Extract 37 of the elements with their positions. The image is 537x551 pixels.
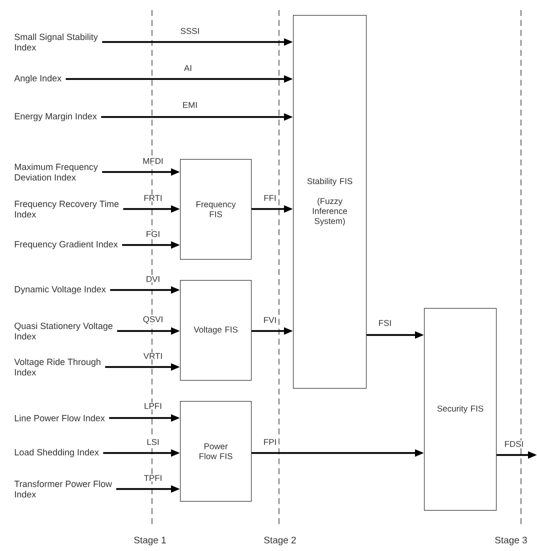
fis-box: Security FIS bbox=[424, 308, 497, 511]
edge-label: TPFI bbox=[144, 475, 162, 481]
edge-label: LSI bbox=[147, 439, 159, 445]
index-label: Dynamic Voltage Index bbox=[14, 286, 106, 294]
edge-label: SSSI bbox=[180, 28, 199, 34]
fis-box: Stability FIS (Fuzzy Inference System) bbox=[293, 15, 367, 389]
edge-label: FVI bbox=[264, 317, 276, 323]
index-label: Voltage Ride Through Index bbox=[14, 358, 100, 376]
edge-label: EMI bbox=[183, 102, 197, 108]
index-label: Energy Margin Index bbox=[14, 112, 97, 122]
edge-label: FRTI bbox=[144, 195, 162, 201]
index-label: Line Power Flow Index bbox=[14, 414, 105, 422]
index-label: Frequency Recovery Time Index bbox=[14, 200, 119, 218]
fis-box: Voltage FIS bbox=[180, 280, 252, 381]
edge-label: FDSI bbox=[505, 441, 523, 447]
edge-label: FSI bbox=[379, 320, 391, 326]
edge-label: MFDI bbox=[143, 158, 163, 164]
index-label: Quasi Stationery Voltage Index bbox=[14, 322, 112, 340]
edge-label: FPI bbox=[264, 439, 276, 445]
edge-label: FGI bbox=[146, 231, 160, 237]
stage-label: Stage 2 bbox=[264, 536, 296, 546]
edge-label: DVI bbox=[146, 276, 160, 282]
fis-box: Frequency FIS bbox=[180, 159, 252, 260]
index-label: Load Shedding Index bbox=[14, 448, 99, 458]
edge-label: AI bbox=[184, 65, 192, 71]
stage-label: Stage 1 bbox=[134, 536, 166, 546]
stage-label: Stage 3 bbox=[495, 536, 527, 546]
edge-label: VRTI bbox=[143, 353, 162, 359]
index-label: Frequency Gradient Index bbox=[14, 240, 118, 250]
fis-box: Power Flow FIS bbox=[180, 401, 252, 502]
edge-label: LPFI bbox=[144, 403, 162, 409]
index-label: Small Signal Stability Index bbox=[14, 33, 98, 51]
index-label: Angle Index bbox=[14, 74, 62, 84]
edge-label: FFI bbox=[264, 195, 276, 201]
index-label: Transformer Power Flow Index bbox=[14, 480, 112, 498]
index-label: Maximum Frequency Deviation Index bbox=[14, 163, 98, 181]
edge-label: QSVI bbox=[143, 316, 162, 324]
